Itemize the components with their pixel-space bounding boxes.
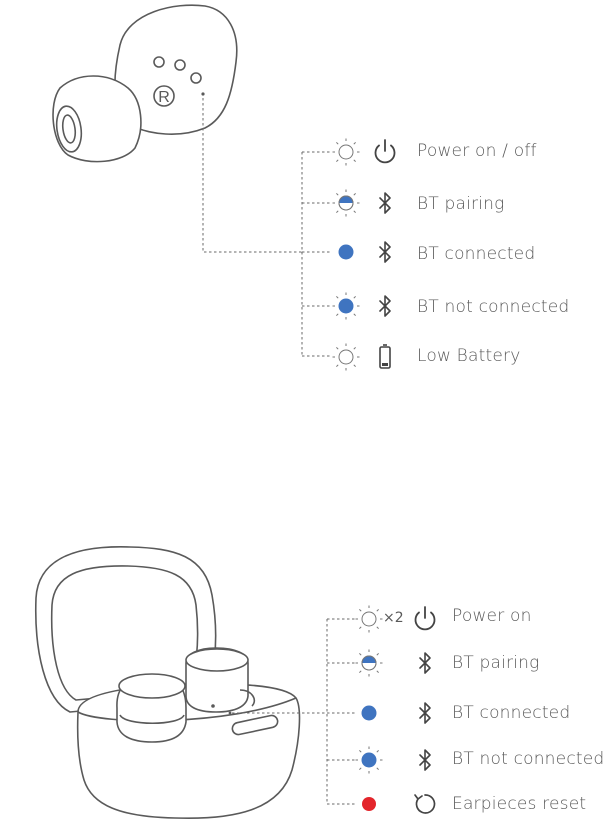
- earbud-label-bt-connected: BT connected: [417, 244, 536, 264]
- led-half-blue: [332, 189, 360, 217]
- power-icon: [414, 606, 436, 631]
- charging-case-illustration: [34, 546, 301, 820]
- bluetooth-icon: [379, 295, 391, 317]
- case-label-bt-connected: BT connected: [452, 703, 571, 723]
- led-half-blue: [355, 649, 383, 677]
- side-marker-label: R: [158, 89, 170, 106]
- bluetooth-icon: [379, 241, 391, 263]
- bluetooth-icon: [419, 702, 431, 724]
- led-light-white: [332, 138, 360, 166]
- reset-icon: [414, 794, 436, 814]
- led-flash-blue: [355, 746, 383, 774]
- battery-icon: [379, 344, 391, 369]
- case-label-earpieces-reset: Earpieces reset: [452, 794, 587, 814]
- bluetooth-icon: [379, 192, 391, 214]
- power-icon: [374, 139, 396, 164]
- bluetooth-icon: [419, 749, 431, 771]
- led-solid-blue: [338, 244, 354, 260]
- earbud-illustration: [52, 4, 238, 163]
- power-press-count: ×2: [383, 610, 404, 626]
- led-solid-blue: [361, 705, 377, 721]
- earbud-label-low-battery: Low Battery: [417, 346, 521, 366]
- earbud-label-bt-not-connected: BT not connected: [417, 297, 570, 317]
- led-light-white: [332, 343, 360, 371]
- earbud-leader-lines: [202, 98, 332, 357]
- case-label-bt-pairing: BT pairing: [452, 653, 540, 673]
- led-flash-blue: [332, 292, 360, 320]
- case-label-power-on: Power on: [452, 606, 532, 626]
- earbud-label-bt-pairing: BT pairing: [417, 194, 505, 214]
- earbud-label-power: Power on / off: [417, 141, 537, 161]
- bluetooth-icon: [419, 652, 431, 674]
- case-label-bt-not-connected: BT not connected: [452, 749, 605, 769]
- case-leader-lines: [232, 618, 355, 805]
- led-solid-red: [362, 797, 376, 811]
- led-light-white: [355, 605, 383, 633]
